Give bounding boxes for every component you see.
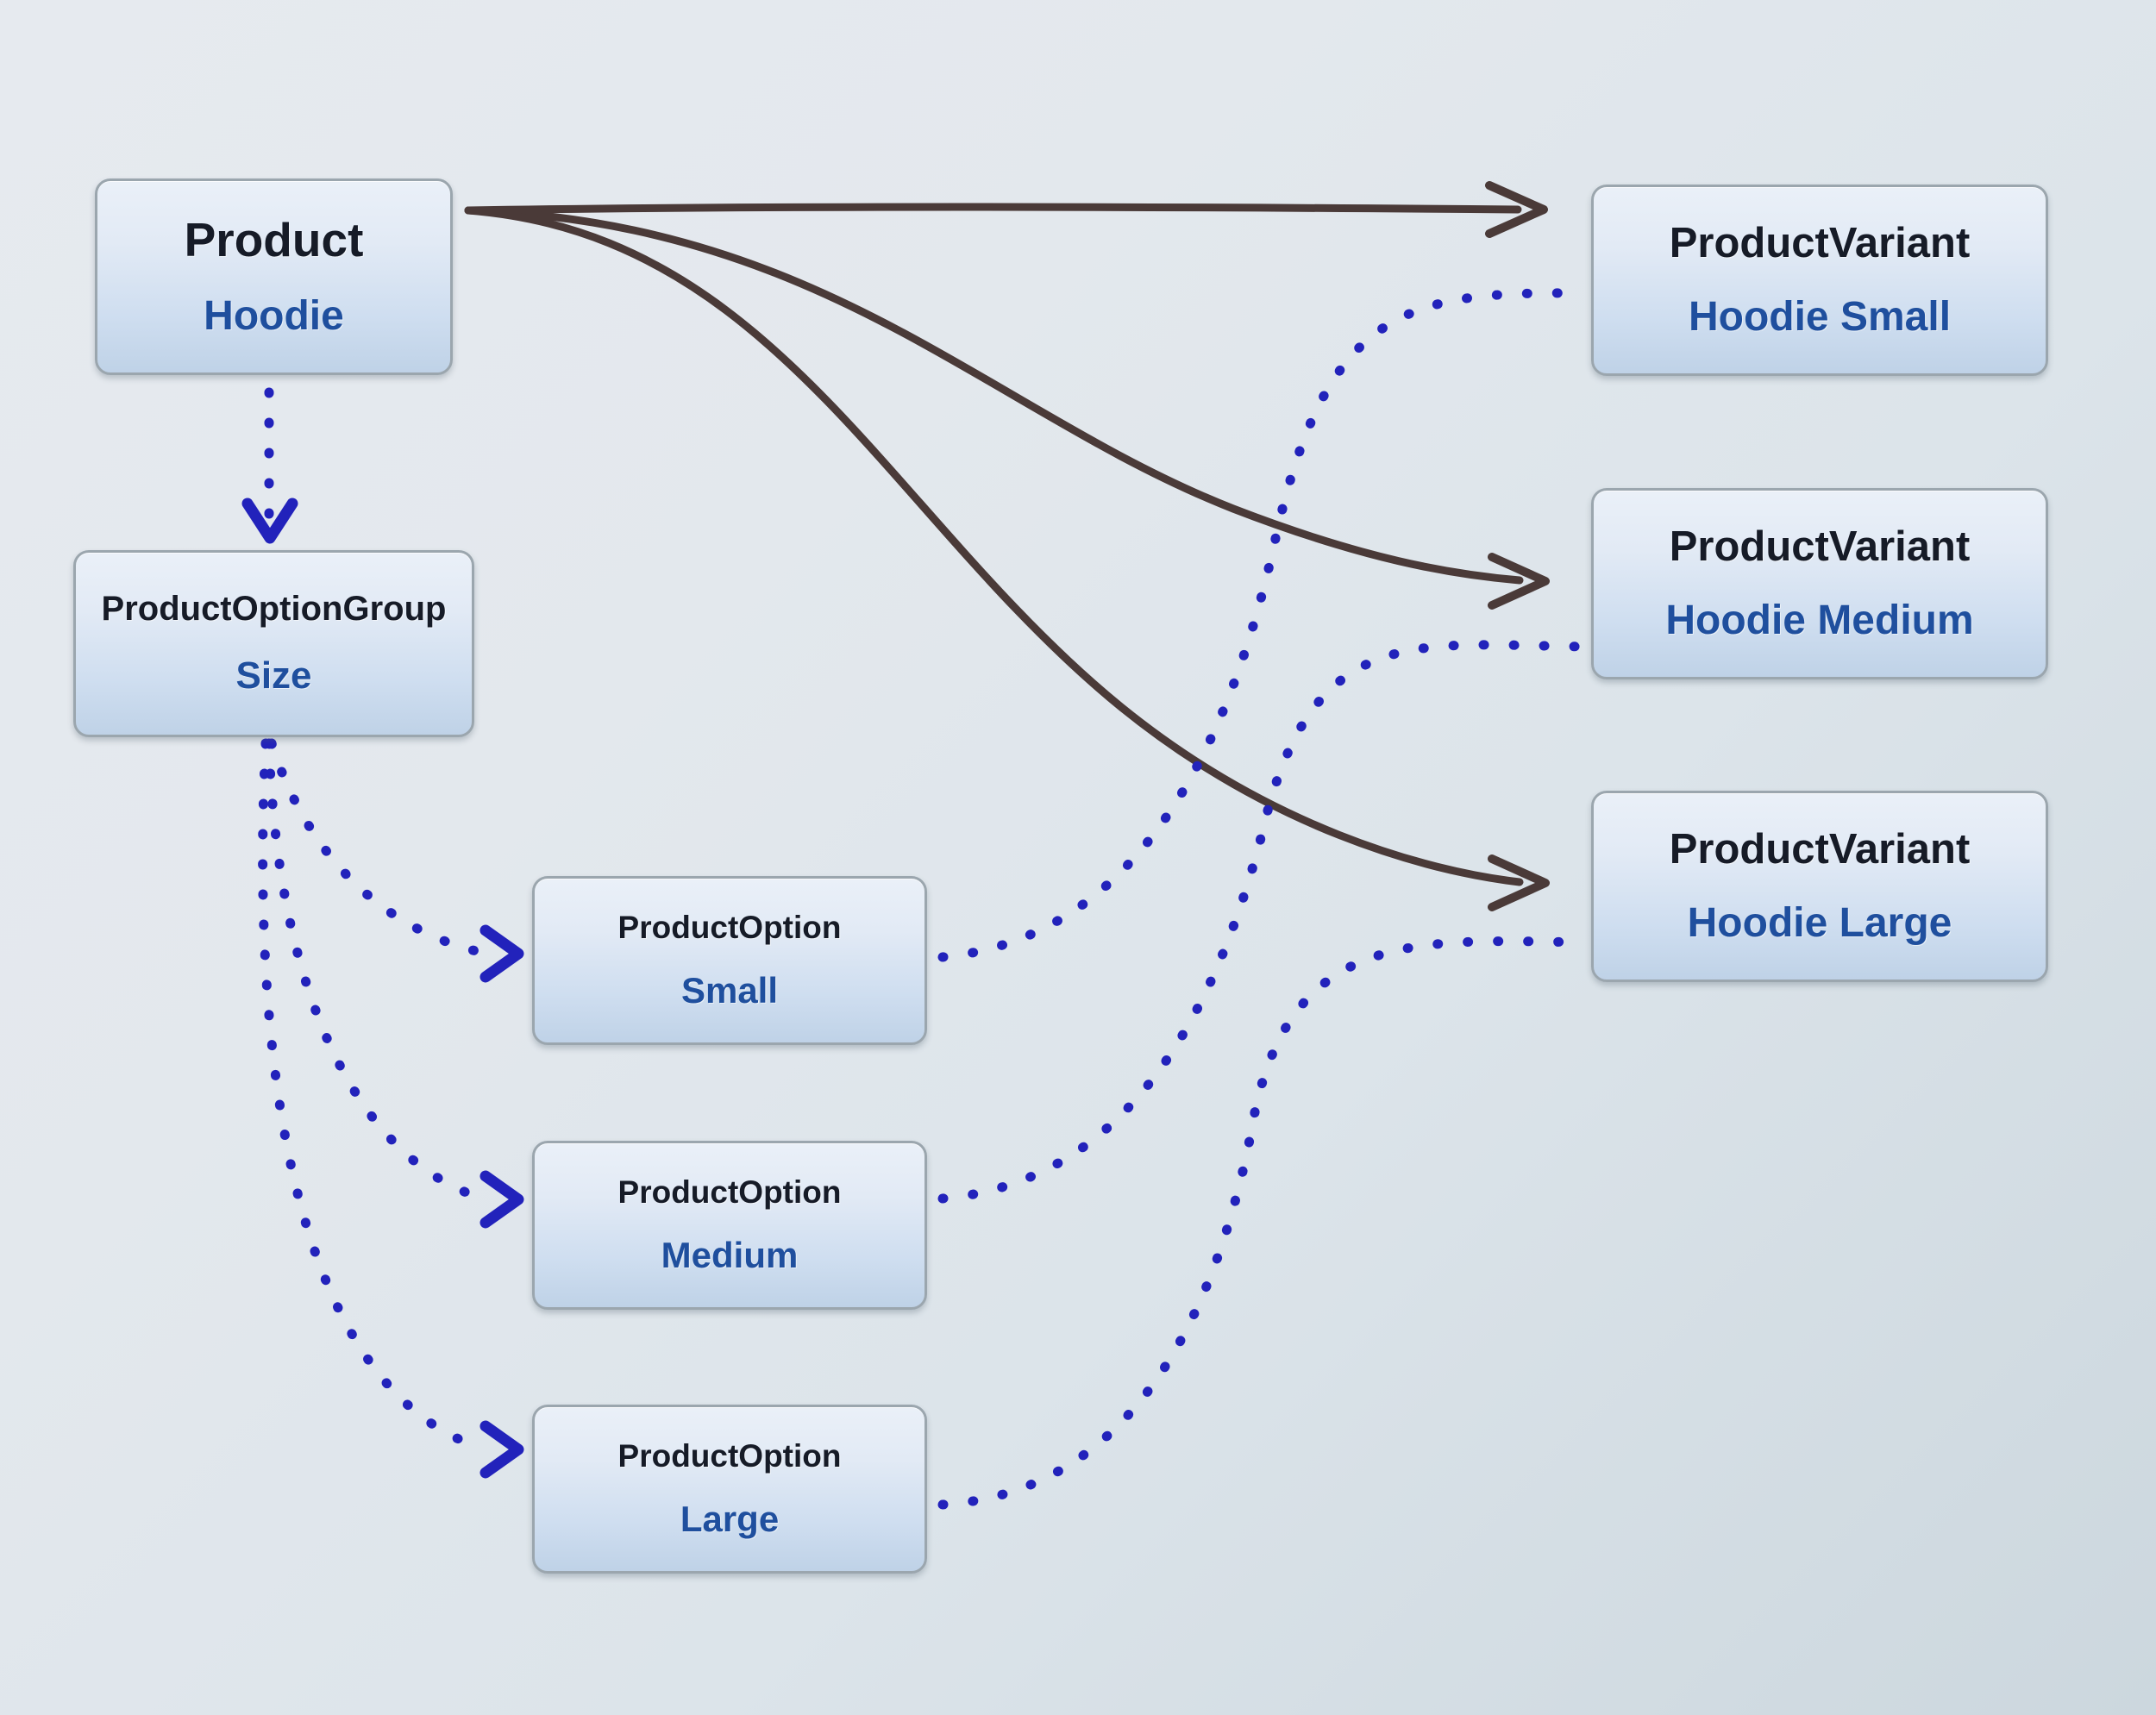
arrowhead-variant-large-icon [1488,854,1550,911]
node-product-option-group-type: ProductOptionGroup [101,590,447,629]
node-product-value: Hoodie [204,292,344,339]
node-product-variant-large[interactable]: ProductVariant Hoodie Large [1591,791,2048,982]
node-product-option-medium[interactable]: ProductOption Medium [532,1141,927,1310]
arrowhead-variant-small-icon [1485,181,1548,238]
node-product-option-group[interactable]: ProductOptionGroup Size [73,550,474,737]
node-product-variant-large-type: ProductVariant [1669,826,1971,873]
arrowhead-option-group-icon [241,498,298,544]
node-product-variant-medium[interactable]: ProductVariant Hoodie Medium [1591,488,2048,679]
node-product-option-large[interactable]: ProductOption Large [532,1405,927,1574]
node-product-option-medium-type: ProductOption [617,1174,842,1210]
node-product-variant-large-value: Hoodie Large [1687,899,1952,946]
solid-arrowheads [1485,181,1550,911]
arrowhead-option-small-icon [479,924,524,983]
node-product-option-group-value: Size [235,654,312,698]
edge-option-small-to-variant-small [937,288,1592,962]
node-product-variant-medium-type: ProductVariant [1669,523,1971,571]
node-product-variant-medium-value: Hoodie Medium [1665,597,1974,643]
node-product-type: Product [184,212,364,266]
node-product-variant-small-value: Hoodie Small [1688,293,1952,340]
edge-product-variant-medium [464,206,1524,585]
arrowhead-option-large-icon [479,1420,524,1479]
node-product-variant-small-type: ProductVariant [1669,220,1971,267]
edge-option-medium-to-variant-medium [937,640,1592,1204]
node-product-option-small-type: ProductOption [617,909,842,945]
arrowhead-option-medium-icon [479,1170,524,1229]
edge-option-large-to-variant-large [937,936,1592,1510]
edge-group-to-option-large [258,738,488,1454]
node-product-variant-small[interactable]: ProductVariant Hoodie Small [1591,185,2048,376]
edge-product-to-variants [464,203,1524,886]
edge-product-variant-large [464,206,1524,886]
edge-group-to-option-medium [264,738,488,1204]
node-product-option-large-type: ProductOption [617,1437,842,1474]
node-product-option-small-value: Small [680,970,779,1011]
node-product-option-medium-value: Medium [661,1235,799,1276]
node-product-option-large-value: Large [680,1499,780,1540]
edge-group-to-option-small [266,738,488,958]
node-product[interactable]: Product Hoodie [95,178,453,375]
edge-product-variant-small [464,203,1522,215]
arrowhead-variant-medium-icon [1488,553,1550,610]
node-product-option-small[interactable]: ProductOption Small [532,876,927,1045]
